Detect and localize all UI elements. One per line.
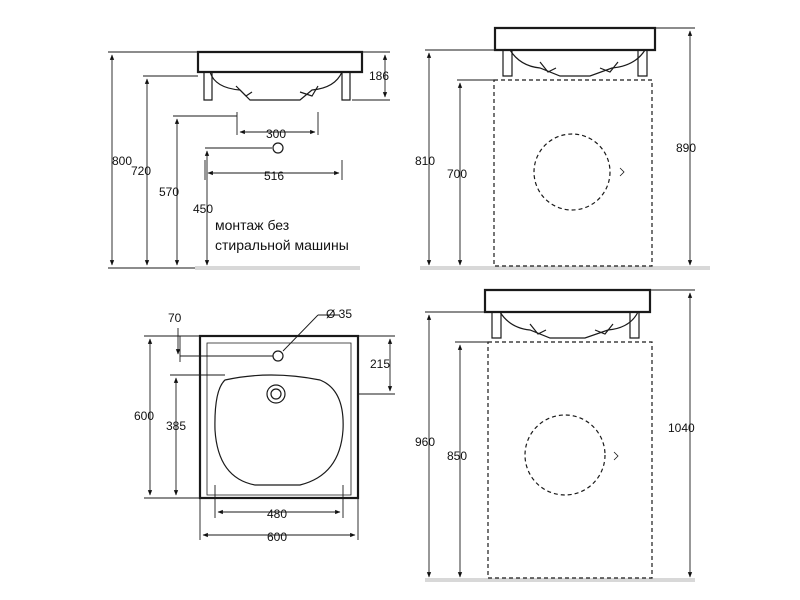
- siphon-left: [539, 61, 557, 73]
- dim-1040: 1040: [668, 421, 695, 435]
- basin-rim: [196, 50, 364, 74]
- side-view-no-washer: 186 300 516 800 720 570 450 монтаж без с…: [108, 50, 390, 270]
- drain-point: [272, 142, 284, 154]
- dim-720: 720: [131, 164, 151, 178]
- dim-516: 516: [264, 169, 284, 183]
- dim-450: 450: [193, 202, 213, 216]
- washer-door: [533, 133, 611, 211]
- dim-810: 810: [415, 154, 435, 168]
- basin-bowl: [214, 374, 344, 486]
- basin-outline: [198, 334, 360, 500]
- dim-960: 960: [415, 435, 435, 449]
- dim-850: 850: [447, 449, 467, 463]
- basin-inner-rim: [206, 342, 352, 496]
- siphon-left: [235, 85, 253, 97]
- bracket-left: [502, 50, 513, 77]
- floor-line: [420, 266, 710, 270]
- dim-70: 70: [168, 311, 182, 325]
- dim-215: 215: [370, 357, 390, 371]
- dim-300: 300: [266, 127, 286, 141]
- floor-line: [195, 266, 360, 270]
- bracket-left: [491, 312, 502, 339]
- washer-outline: [487, 341, 653, 579]
- siphon-right: [599, 61, 619, 73]
- siphon-left: [529, 323, 547, 335]
- note-line-1: монтаж без: [215, 217, 289, 233]
- basin-bowl: [209, 71, 343, 101]
- washer-outline: [493, 79, 653, 267]
- floor-line: [425, 578, 695, 582]
- drain-hole: [266, 384, 286, 404]
- dim-800: 800: [112, 154, 132, 168]
- bracket-right: [629, 312, 640, 339]
- siphon-right: [299, 85, 319, 97]
- dim-570: 570: [159, 185, 179, 199]
- dim-385: 385: [166, 419, 186, 433]
- front-view-washer-850: 960 850 1040: [415, 288, 695, 582]
- basin-bowl: [509, 49, 646, 77]
- note-line-2: стиральной машины: [215, 237, 349, 253]
- basin-bowl: [499, 311, 639, 339]
- bracket-right: [341, 72, 351, 101]
- washer-door: [524, 414, 606, 496]
- tap-hole: [272, 350, 284, 362]
- dim-d35: Ø 35: [326, 307, 352, 321]
- door-hinge: [613, 451, 619, 461]
- dim-600-vertical: 600: [134, 409, 154, 423]
- dim-700: 700: [447, 167, 467, 181]
- siphon-right: [594, 323, 614, 335]
- bracket-right: [637, 50, 648, 77]
- basin-rim: [493, 26, 657, 52]
- front-view-washer-700: 810 700 890: [415, 26, 710, 270]
- dim-186: 186: [369, 69, 389, 83]
- dim-600-horizontal: 600: [267, 530, 287, 544]
- plan-view: Ø 35 70 215 600 385 480 600: [134, 307, 395, 544]
- dim-890: 890: [676, 141, 696, 155]
- door-hinge: [619, 167, 625, 177]
- bracket-left: [203, 72, 213, 101]
- dim-480: 480: [267, 507, 287, 521]
- basin-rim: [483, 288, 652, 314]
